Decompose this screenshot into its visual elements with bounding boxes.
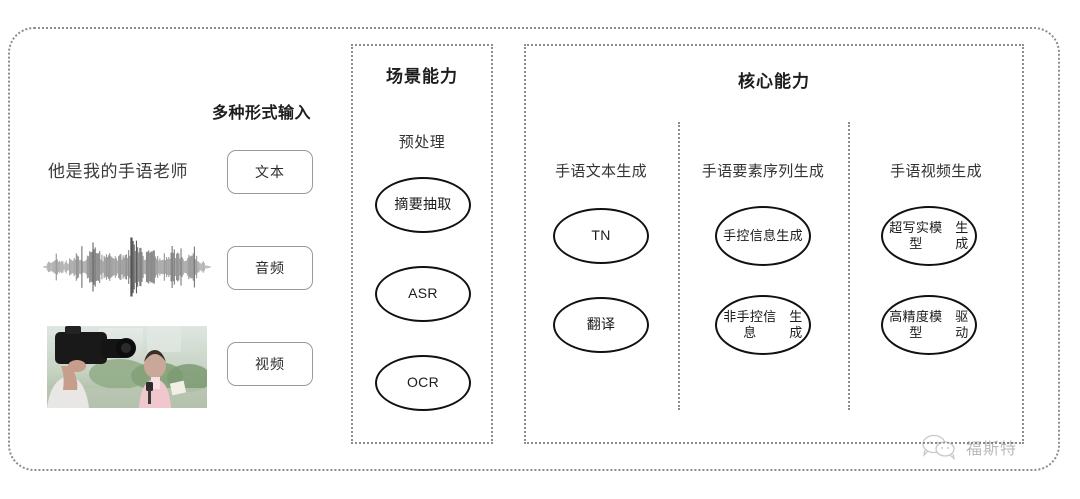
- text-sample-label: 他是我的手语老师: [48, 162, 188, 181]
- node-core-2-1[interactable]: 高精度模型驱动: [881, 295, 977, 355]
- node-scene-2[interactable]: OCR: [375, 355, 471, 411]
- watermark-label: 福斯特: [966, 441, 1018, 458]
- modality-pill-text[interactable]: 文本: [227, 150, 313, 194]
- node-scene-1[interactable]: ASR: [375, 266, 471, 322]
- modality-pill-audio-label: 音频: [255, 260, 285, 276]
- node-core-2-0[interactable]: 超写实模型生成: [881, 206, 977, 266]
- node-core-0-0[interactable]: TN: [553, 208, 649, 264]
- modality-pill-text-label: 文本: [255, 164, 285, 180]
- core-column-divider-2: [848, 122, 850, 410]
- node-core-1-0[interactable]: 手控信息生成: [715, 206, 811, 266]
- core-column-divider-1: [678, 122, 680, 410]
- core-column-head-2: 手语视频生成: [890, 163, 982, 180]
- node-core-1-1[interactable]: 非手控信息生成: [715, 295, 811, 355]
- scene-capability-panel: [351, 44, 493, 444]
- core-capability-title: 核心能力: [738, 72, 810, 91]
- scene-capability-subtitle: 预处理: [398, 134, 446, 151]
- audio-waveform-icon: [43, 237, 211, 297]
- modality-pill-video[interactable]: 视频: [227, 342, 313, 386]
- core-column-head-0: 手语文本生成: [555, 163, 647, 180]
- node-scene-0[interactable]: 摘要抽取: [375, 177, 471, 233]
- video-thumbnail-image: [47, 326, 207, 408]
- scene-capability-title: 场景能力: [386, 67, 458, 86]
- modality-pill-video-label: 视频: [255, 356, 285, 372]
- modality-pill-audio[interactable]: 音频: [227, 246, 313, 290]
- core-capability-panel: [524, 44, 1024, 444]
- input-section-heading: 多种形式输入: [212, 105, 312, 122]
- node-core-0-1[interactable]: 翻译: [553, 297, 649, 353]
- watermark: 福斯特: [920, 434, 1017, 460]
- core-column-head-1: 手语要素序列生成: [701, 163, 825, 180]
- wechat-icon: [922, 434, 955, 460]
- outer-frame: [8, 27, 1060, 471]
